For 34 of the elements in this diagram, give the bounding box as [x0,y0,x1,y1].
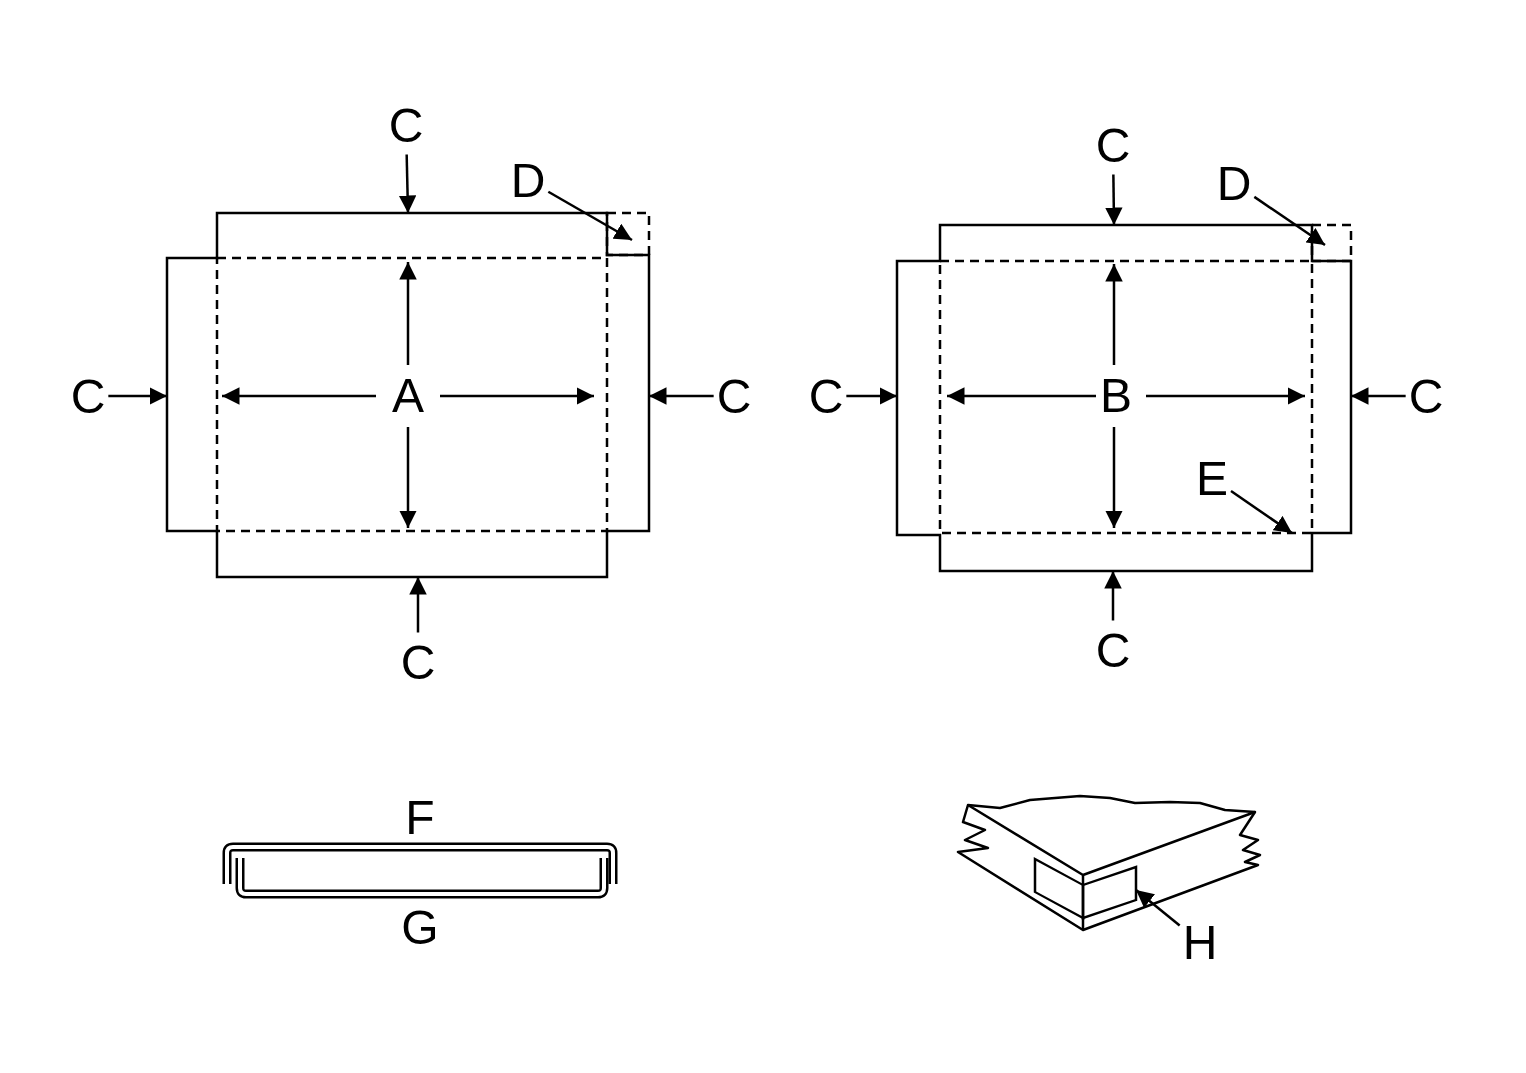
leader-line [649,387,714,405]
part-label: F [404,794,436,842]
leader-line [409,577,427,633]
callout-letter: E [1196,451,1228,505]
dashed-corner-outline [1310,223,1353,263]
dashed-corner-outline [605,211,651,257]
callout-letter: C [716,369,752,423]
callout-letter: C [400,635,436,689]
callout-letter: D [1216,156,1252,210]
leader-line [1351,387,1406,405]
leader-line [547,190,633,242]
leader-line [1104,571,1122,621]
callout-letter: H [1182,915,1218,969]
dimension-label: A [391,372,425,420]
callout-letter: C [70,369,106,423]
box-blank-drawing [895,223,1353,573]
leader-line [108,387,167,405]
leader-line [1135,889,1181,927]
dimension-label: B [1099,372,1133,420]
box-blank-drawing [165,211,651,579]
callout-letter: C [808,369,844,423]
leader-line [846,387,897,405]
callout-letter: C [388,98,424,152]
dashed-fold-outline [938,259,1314,535]
leader-line [1253,195,1326,247]
label-patch [1033,856,1138,921]
callout-letter: D [510,153,546,207]
callout-letter: C [1095,118,1131,172]
callout-letter: C [1095,623,1131,677]
callout-letter: C [1408,369,1444,423]
leader-line [1230,490,1293,535]
leader-line [1105,174,1123,225]
part-label: G [400,904,440,952]
leader-line [398,154,417,214]
